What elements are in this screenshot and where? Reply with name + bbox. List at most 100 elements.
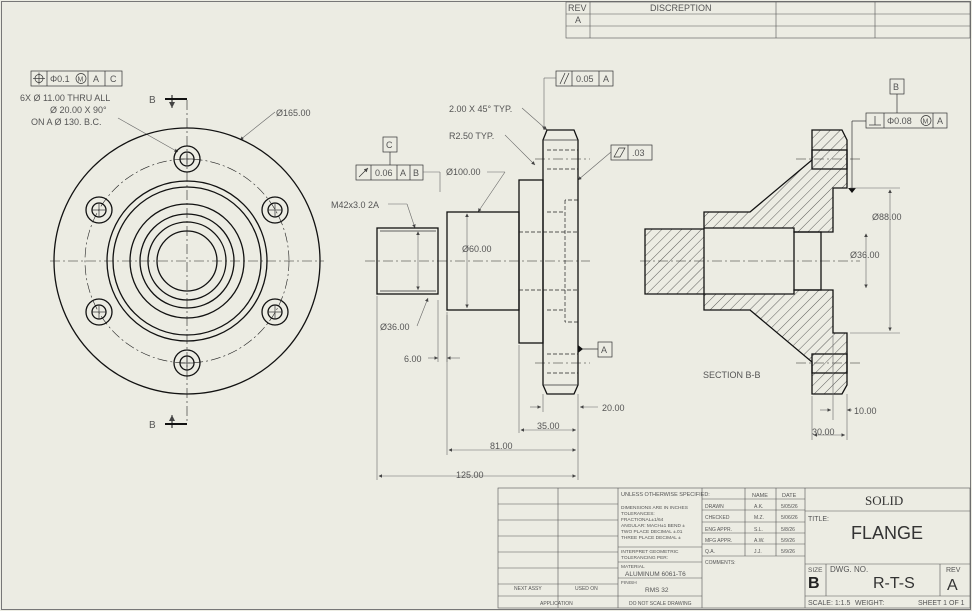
svg-text:5/9/26: 5/9/26 <box>781 538 795 544</box>
perpendicularity-symbol-icon <box>869 116 881 126</box>
bolt-hole-upper-right <box>261 196 289 224</box>
radius-note: R2.50 TYP. <box>449 131 494 141</box>
side-view: 0.05 A 2.00 X 45° TYP. R2.50 TYP. .03 C … <box>331 70 653 480</box>
dia-88-dimension: Ø88.00 <box>872 212 902 222</box>
approval-row-mfg: MFG APPR. A.W. 5/9/26 <box>705 538 795 544</box>
approval-row-checked: CHECKED M.Z. 5/06/26 <box>705 515 798 521</box>
runout-datum-1: A <box>400 168 406 178</box>
title-block: NEXT ASSY USED ON APPLICATION UNLESS OTH… <box>497 487 971 609</box>
thread-note: M42x3.0 2A <box>331 200 379 210</box>
section-shaft <box>644 228 705 295</box>
name-column-header: NAME <box>752 493 768 499</box>
svg-text:5/05/26: 5/05/26 <box>781 504 798 510</box>
application-label: APPLICATION <box>540 601 573 607</box>
position-datum-1: A <box>93 74 99 84</box>
bolt-hole-bottom <box>173 349 201 377</box>
section-len-30-dimension: 30.00 <box>812 427 835 437</box>
dia-36-dimension: Ø36.00 <box>380 322 410 332</box>
next-assy-label: NEXT ASSY <box>514 586 542 592</box>
len-81-dimension: 81.00 <box>490 441 513 451</box>
position-datum-2: C <box>110 74 117 84</box>
len-6-dimension: 6.00 <box>404 354 422 364</box>
dwg-no-label: DWG. NO. <box>830 565 868 574</box>
section-label-top: B <box>149 95 156 106</box>
rev-row-a: A <box>575 15 581 25</box>
comments-label: COMMENTS: <box>705 560 736 566</box>
svg-text:CHECKED: CHECKED <box>705 515 730 521</box>
rev-header: REV <box>568 3 587 13</box>
bolt-hole-lower-left <box>85 298 113 326</box>
svg-text:A.W.: A.W. <box>754 538 765 544</box>
chamfer-note: 2.00 X 45° TYP. <box>449 104 512 114</box>
scale-value: SCALE: 1:1.5 <box>808 600 851 607</box>
svg-text:5/9/26: 5/9/26 <box>781 549 795 555</box>
section-body-upper <box>703 129 848 233</box>
svg-text:S.L.: S.L. <box>754 527 763 533</box>
len-20-dimension: 20.00 <box>602 403 625 413</box>
parallelism-symbol-icon <box>559 72 570 85</box>
company-name: SOLID <box>865 493 903 508</box>
runout-datum-2: B <box>413 168 419 178</box>
size-value: B <box>808 575 820 592</box>
perpendicularity-value: Φ0.08 <box>887 116 912 126</box>
finish-value: RMS 32 <box>645 587 669 594</box>
section-len-10-dimension: 10.00 <box>854 406 877 416</box>
runout-symbol-icon <box>358 167 369 178</box>
svg-text:5/06/26: 5/06/26 <box>781 515 798 521</box>
dims-note-2: TOLERANCES: <box>621 511 655 517</box>
material-label: MATERIAL <box>621 564 645 570</box>
perpendicularity-datum: A <box>937 116 943 126</box>
section-dia-36-dimension: Ø36.00 <box>850 250 880 260</box>
position-tolerance: Φ0.1 <box>50 74 70 84</box>
rev-label: REV <box>946 567 961 574</box>
hole-note-line-3: ON A Ø 130. B.C. <box>31 117 102 127</box>
section-view: B Φ0.08 M A Ø88.00 Ø36.00 SECTION B-B <box>640 78 948 440</box>
hole-note-line-1: 6X Ø 11.00 THRU ALL <box>20 93 110 103</box>
len-35-dimension: 35.00 <box>537 421 560 431</box>
svg-text:Q.A.: Q.A. <box>705 549 715 555</box>
used-on-label: USED ON <box>575 586 598 592</box>
svg-text:MFG APPR.: MFG APPR. <box>705 538 732 544</box>
svg-text:A.K.: A.K. <box>754 504 763 510</box>
flatness-value: .03 <box>632 148 645 158</box>
bolt-hole-lower-right <box>261 298 289 326</box>
dia-100-dimension: Ø100.00 <box>446 167 481 177</box>
approval-row-drawn: DRAWN A.K. 5/05/26 <box>705 504 798 510</box>
do-not-scale-label: DO NOT SCALE DRAWING <box>629 601 692 607</box>
dims-note-1: DIMENSIONS ARE IN INCHES <box>621 505 688 511</box>
approval-row-eng: ENG APPR. S.L. 5/8/26 <box>705 527 795 533</box>
rev-value: A <box>947 577 958 594</box>
perpendicularity-modifier: M <box>923 119 929 126</box>
runout-value: 0.06 <box>375 168 393 178</box>
title-label: TITLE: <box>808 516 829 523</box>
svg-text:J.J.: J.J. <box>754 549 762 555</box>
finish-label: FINISH <box>621 580 637 586</box>
len-125-dimension: 125.00 <box>456 470 484 480</box>
geom-note-2: TOLERANCING PER: <box>621 555 668 561</box>
hole-note-line-2: Ø 20.00 X 90° <box>50 105 107 115</box>
front-view: Φ0.1 M A C 6X Ø 11.00 THRU ALL Ø 20.00 X… <box>20 70 324 431</box>
dwg-no-value: R-T-S <box>873 575 915 592</box>
material-value: ALUMINUM 6061-T6 <box>625 571 686 578</box>
dia-60-dimension: Ø60.00 <box>462 244 492 254</box>
position-symbol-icon <box>33 72 45 85</box>
description-header: DISCREPTION <box>650 3 712 13</box>
section-view-label: SECTION B-B <box>703 370 761 380</box>
svg-text:DRAWN: DRAWN <box>705 504 724 510</box>
dims-note-6: THREE PLACE DECIMAL ± <box>621 535 681 541</box>
svg-text:5/8/26: 5/8/26 <box>781 527 795 533</box>
dims-note-5: TWO PLACE DECIMAL ±.01 <box>621 529 683 535</box>
dims-note-4: ANGULAR: MACH±1 BEND ± <box>621 523 685 529</box>
weight-label: WEIGHT: <box>855 600 884 607</box>
size-label: SIZE <box>808 567 823 574</box>
unless-specified-label: UNLESS OTHERWISE SPECIFIED: <box>621 492 710 498</box>
date-column-header: DATE <box>782 493 797 499</box>
drawing-title: FLANGE <box>851 523 923 543</box>
sheet-number: SHEET 1 OF 1 <box>918 600 965 607</box>
mmc-modifier-icon <box>75 73 87 84</box>
perp-mmc-modifier-icon <box>920 115 932 126</box>
svg-text:ENG APPR.: ENG APPR. <box>705 527 732 533</box>
datum-b-label: B <box>893 82 899 92</box>
parallelism-value: 0.05 <box>576 74 594 84</box>
